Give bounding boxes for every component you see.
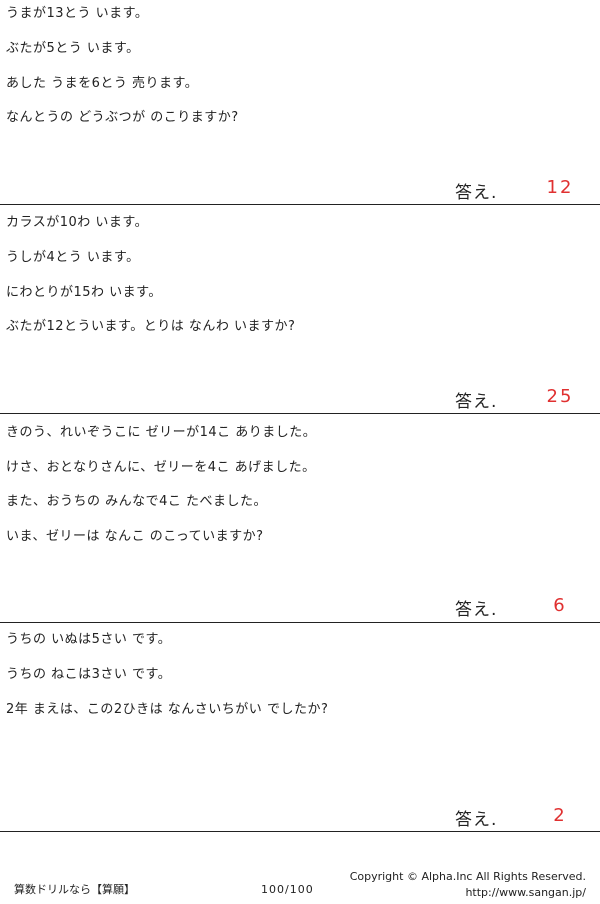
answer-value: 2 bbox=[553, 805, 567, 826]
problem-line: なんとうの どうぶつが のこりますか? bbox=[6, 110, 239, 125]
problem-line: 2年 まえは、この2ひきは なんさいちがい でしたか? bbox=[6, 702, 329, 717]
divider bbox=[0, 831, 600, 832]
footer-url[interactable]: http://www.sangan.jp/ bbox=[465, 886, 586, 899]
answer-label: 答え. bbox=[455, 600, 498, 620]
problem-line: うちの いぬは5さい です。 bbox=[6, 632, 172, 647]
problem-line: うちの ねこは3さい です。 bbox=[6, 667, 172, 682]
problem-line: あした うまを6とう 売ります。 bbox=[6, 76, 199, 91]
divider bbox=[0, 622, 600, 623]
problem-line: カラスが10わ います。 bbox=[6, 215, 149, 230]
problem-line: ぶたが5とう います。 bbox=[6, 41, 140, 56]
problem-4: うちの いぬは5さい です。 うちの ねこは3さい です。 2年 まえは、この2… bbox=[0, 632, 600, 832]
problem-line: ぶたが12とういます。とりは なんわ いますか? bbox=[6, 319, 296, 334]
problem-1: うまが13とう います。 ぶたが5とう います。 あした うまを6とう 売ります… bbox=[0, 0, 600, 205]
answer-value: 6 bbox=[553, 595, 567, 616]
problem-line: にわとりが15わ います。 bbox=[6, 285, 162, 300]
problem-line: いま、ゼリーは なんこ のこっていますか? bbox=[6, 529, 264, 544]
problem-3: きのう、れいぞうこに ゼリーが14こ ありました。 けさ、おとなりさんに、ゼリー… bbox=[0, 425, 600, 623]
problem-line: また、おうちの みんなで4こ たべました。 bbox=[6, 494, 268, 509]
problem-line: きのう、れいぞうこに ゼリーが14こ ありました。 bbox=[6, 425, 317, 440]
answer-value: 25 bbox=[546, 386, 574, 407]
footer-copyright: Copyright © Alpha.Inc All Rights Reserve… bbox=[349, 870, 586, 883]
problem-line: うしが4とう います。 bbox=[6, 250, 140, 265]
answer-label: 答え. bbox=[455, 392, 498, 412]
divider bbox=[0, 204, 600, 205]
problem-line: うまが13とう います。 bbox=[6, 6, 149, 21]
problem-2: カラスが10わ います。 うしが4とう います。 にわとりが15わ います。 ぶ… bbox=[0, 0, 600, 414]
footer-page-number: 100/100 bbox=[261, 883, 314, 896]
answer-label: 答え. bbox=[455, 183, 498, 203]
problem-line: けさ、おとなりさんに、ゼリーを4こ あげました。 bbox=[6, 460, 316, 475]
divider bbox=[0, 413, 600, 414]
answer-label: 答え. bbox=[455, 810, 498, 830]
footer-brand: 算数ドリルなら【算願】 bbox=[14, 883, 135, 896]
answer-value: 12 bbox=[546, 177, 574, 198]
